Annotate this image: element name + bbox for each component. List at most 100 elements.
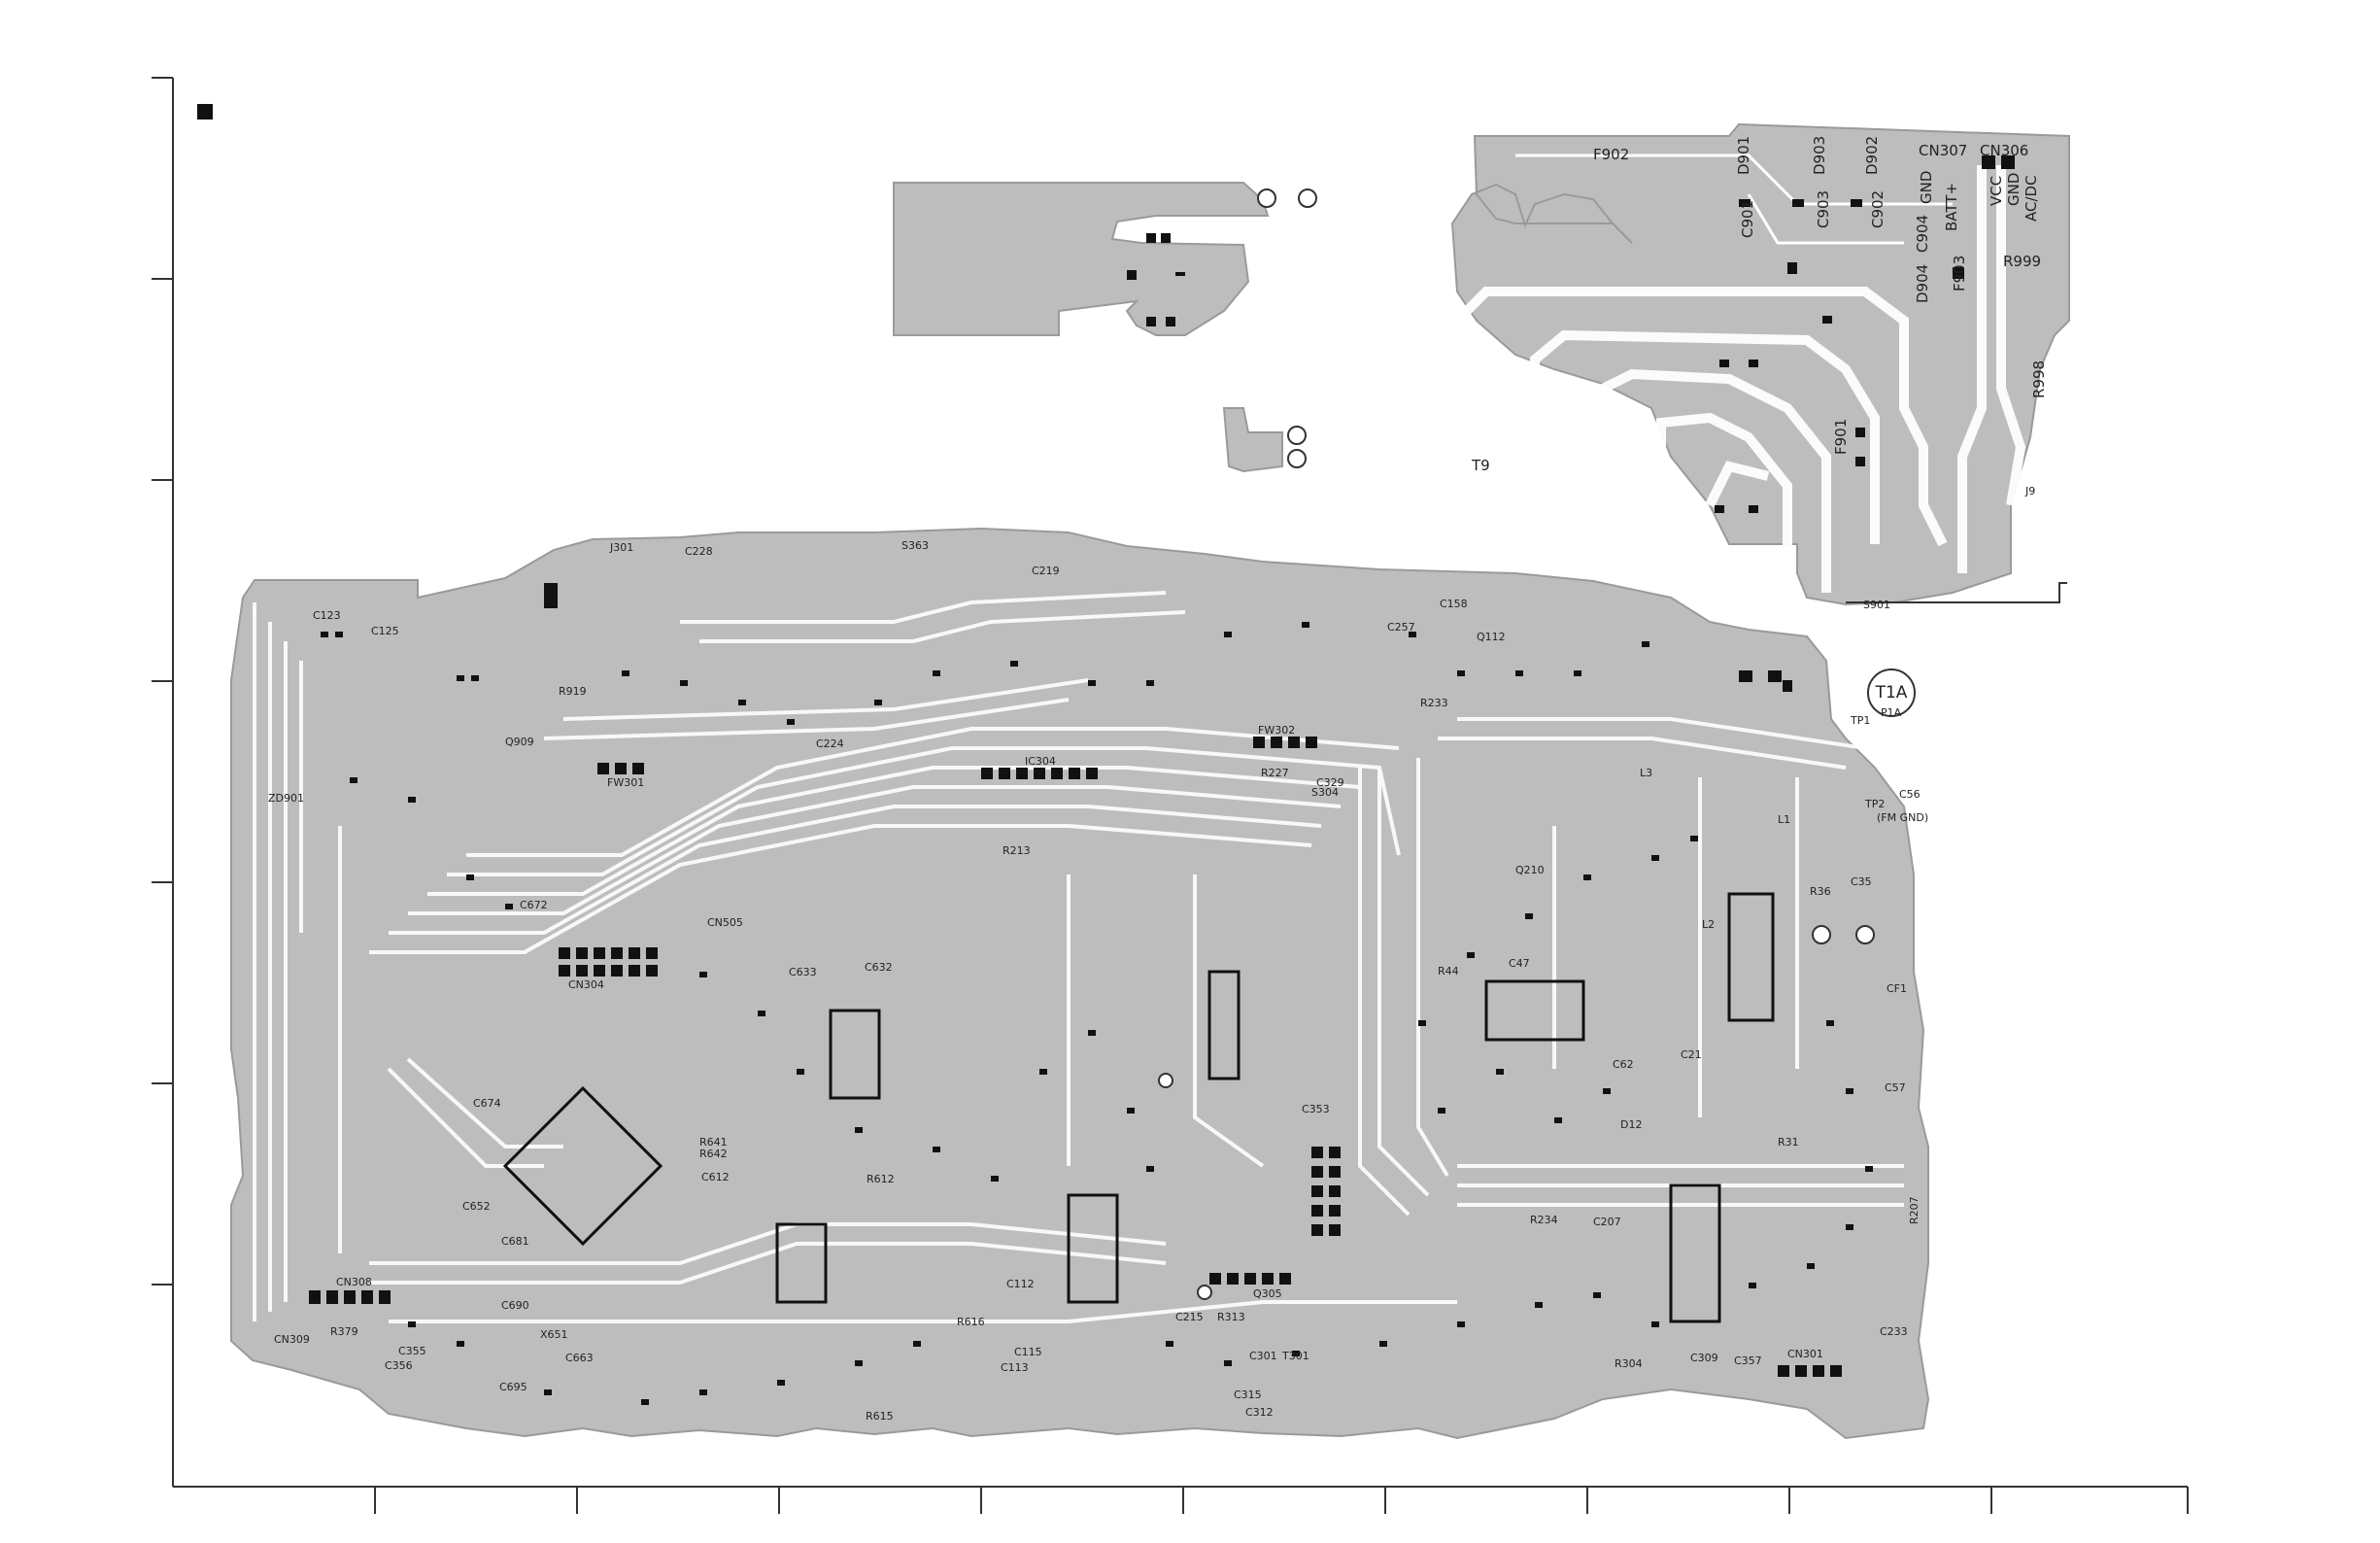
header-q305 bbox=[1209, 1273, 1291, 1285]
label-f903: F903 bbox=[1951, 255, 1968, 291]
label-r207: R207 bbox=[1908, 1196, 1921, 1224]
label-d902: D902 bbox=[1863, 135, 1881, 175]
label-x651: X651 bbox=[540, 1328, 568, 1341]
label-c633: C633 bbox=[789, 966, 817, 978]
label-c21: C21 bbox=[1681, 1048, 1702, 1061]
label-cn309: CN309 bbox=[274, 1333, 310, 1346]
label-l3: L3 bbox=[1640, 767, 1653, 779]
label-c355: C355 bbox=[398, 1345, 426, 1357]
upper-center-block bbox=[893, 182, 1270, 336]
label-f901: F901 bbox=[1832, 418, 1850, 455]
label-gnd: GND bbox=[1918, 170, 1935, 204]
label-c357: C357 bbox=[1734, 1354, 1762, 1367]
label-c113: C113 bbox=[1001, 1361, 1029, 1374]
header-ic304 bbox=[981, 768, 1098, 779]
label-cn304: CN304 bbox=[568, 978, 604, 991]
power-board-copper bbox=[1450, 122, 2070, 606]
header-cn304 bbox=[559, 947, 658, 977]
main-board-copper bbox=[230, 527, 1930, 1440]
label-c312: C312 bbox=[1245, 1406, 1274, 1419]
header-cn301 bbox=[1778, 1365, 1842, 1377]
label-c902: C902 bbox=[1869, 189, 1887, 228]
label-cn306: CN306 bbox=[1980, 142, 2029, 159]
label-q210: Q210 bbox=[1515, 864, 1545, 876]
label-r31: R31 bbox=[1778, 1136, 1799, 1149]
label-cn307: CN307 bbox=[1919, 142, 1968, 159]
label-r313: R313 bbox=[1217, 1311, 1245, 1323]
label-d901: D901 bbox=[1735, 135, 1752, 175]
label-q305: Q305 bbox=[1253, 1287, 1282, 1300]
label-j9: J9 bbox=[2025, 485, 2036, 497]
label-c301: C301 bbox=[1249, 1350, 1277, 1362]
label-c125: C125 bbox=[371, 625, 399, 637]
label-l2: L2 bbox=[1702, 918, 1716, 931]
label-r998: R998 bbox=[2030, 360, 2048, 398]
label-r641: R641 bbox=[699, 1136, 728, 1149]
label-c207: C207 bbox=[1593, 1216, 1621, 1228]
label-ic304: IC304 bbox=[1025, 755, 1056, 768]
label-c904: C904 bbox=[1914, 214, 1931, 253]
label-c663: C663 bbox=[565, 1352, 594, 1364]
header-fw301 bbox=[597, 763, 644, 774]
label-c115: C115 bbox=[1014, 1346, 1042, 1358]
label-c652: C652 bbox=[462, 1200, 491, 1213]
label-c228: C228 bbox=[685, 545, 713, 558]
label-gnd2: GND bbox=[2005, 172, 2023, 206]
label-q112: Q112 bbox=[1477, 631, 1506, 643]
label-c612: C612 bbox=[701, 1171, 730, 1183]
label-d12: D12 bbox=[1620, 1118, 1643, 1131]
label-zd901: ZD901 bbox=[268, 792, 305, 805]
label-cn308: CN308 bbox=[336, 1276, 372, 1288]
label-r615: R615 bbox=[866, 1410, 894, 1423]
label-acdc: AC/DC bbox=[2023, 175, 2040, 222]
label-c672: C672 bbox=[520, 899, 548, 911]
label-r213: R213 bbox=[1003, 844, 1031, 857]
small-bracket bbox=[1222, 407, 1283, 473]
label-r36: R36 bbox=[1810, 885, 1831, 898]
label-q909: Q909 bbox=[505, 736, 534, 748]
label-c257: C257 bbox=[1387, 621, 1415, 634]
label-c224: C224 bbox=[816, 737, 844, 750]
label-c674: C674 bbox=[473, 1097, 501, 1110]
label-c123: C123 bbox=[313, 609, 341, 622]
label-t9: T9 bbox=[1472, 457, 1490, 474]
label-c632: C632 bbox=[865, 961, 893, 974]
label-c47: C47 bbox=[1509, 957, 1530, 970]
label-r642: R642 bbox=[699, 1148, 728, 1160]
label-vcc: VCC bbox=[1988, 175, 2005, 206]
label-c315: C315 bbox=[1234, 1389, 1262, 1401]
label-j301: J301 bbox=[610, 541, 634, 554]
test-point-label: T1A bbox=[1875, 683, 1908, 703]
label-c353: C353 bbox=[1302, 1103, 1330, 1115]
header-fw302 bbox=[1253, 737, 1317, 748]
label-c62: C62 bbox=[1613, 1058, 1634, 1071]
label-c690: C690 bbox=[501, 1299, 529, 1312]
label-c158: C158 bbox=[1440, 598, 1468, 610]
label-cn301: CN301 bbox=[1787, 1348, 1823, 1360]
label-r304: R304 bbox=[1615, 1357, 1643, 1370]
label-batt: BATT+ bbox=[1943, 182, 1960, 231]
label-cf1: CF1 bbox=[1887, 982, 1908, 995]
label-tp2-caption: (FM GND) bbox=[1877, 811, 1929, 824]
label-d903: D903 bbox=[1811, 135, 1828, 175]
qfp-ic-footprint bbox=[502, 1085, 663, 1247]
label-c903: C903 bbox=[1815, 189, 1832, 228]
label-c219: C219 bbox=[1032, 565, 1060, 577]
label-r233: R233 bbox=[1420, 697, 1448, 709]
header-c353 bbox=[1311, 1147, 1341, 1236]
label-c695: C695 bbox=[499, 1381, 527, 1393]
label-r999: R999 bbox=[2003, 253, 2042, 270]
label-r919: R919 bbox=[559, 685, 587, 698]
label-r616: R616 bbox=[957, 1316, 985, 1328]
label-r379: R379 bbox=[330, 1325, 358, 1338]
label-c329: C329 bbox=[1316, 776, 1344, 789]
label-c56: C56 bbox=[1899, 788, 1921, 801]
label-c35: C35 bbox=[1851, 875, 1872, 888]
label-s901: S901 bbox=[1863, 599, 1890, 611]
label-fw302: FW302 bbox=[1258, 724, 1296, 737]
label-t301: T301 bbox=[1282, 1350, 1309, 1362]
label-c215: C215 bbox=[1175, 1311, 1204, 1323]
label-cn505: CN505 bbox=[707, 916, 743, 929]
